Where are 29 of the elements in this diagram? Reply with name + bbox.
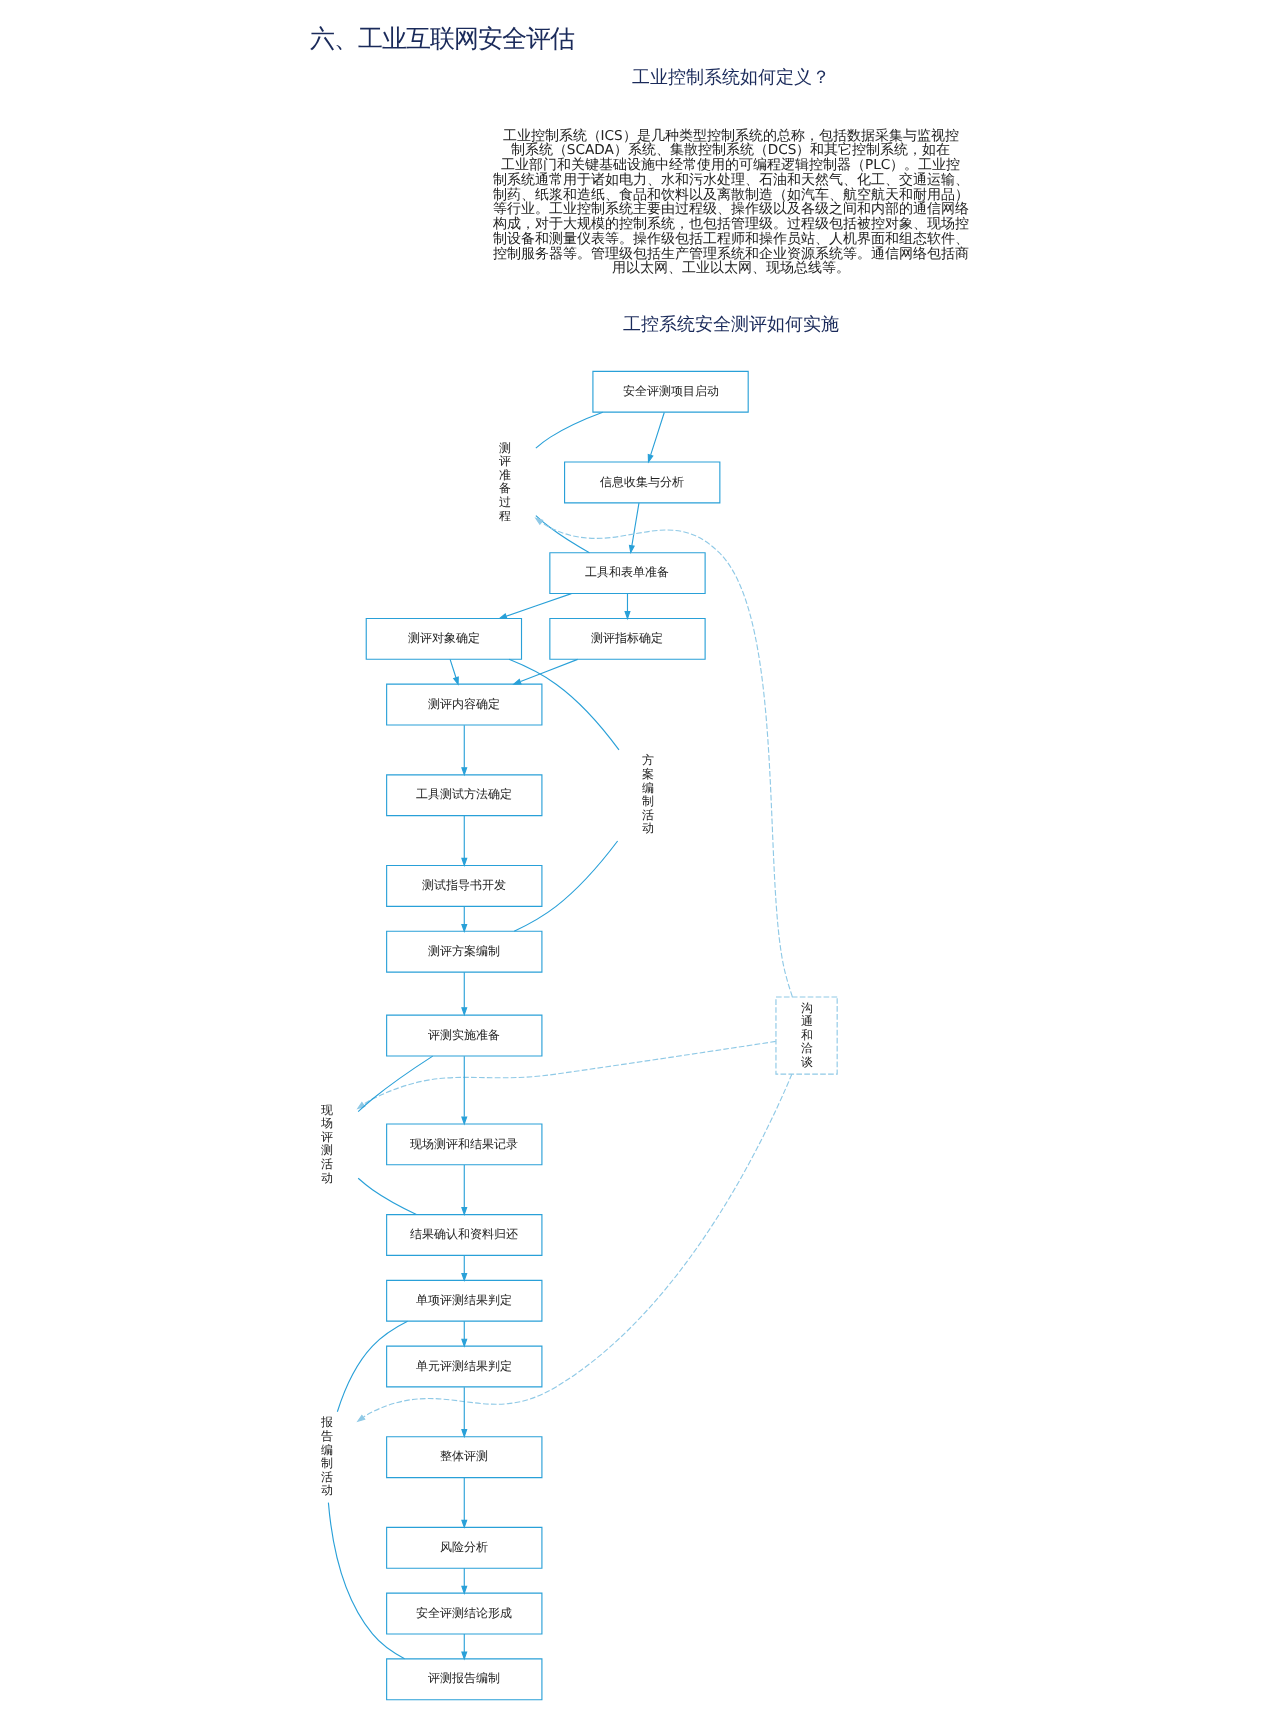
connector [356, 1177, 416, 1215]
connector [534, 515, 589, 554]
arrow [460, 1164, 467, 1217]
arrow [460, 1055, 467, 1126]
arrow [511, 658, 578, 685]
arrow [460, 971, 467, 1017]
arrow [460, 1567, 467, 1595]
diagram-title: 六、工业互联网安全评估 [308, 22, 573, 53]
arrow [448, 658, 458, 686]
label: 工控系统安全测评如何实施 [621, 316, 838, 337]
arrow [460, 724, 467, 777]
arrow [497, 593, 571, 620]
connector [326, 1502, 405, 1660]
connector [507, 658, 619, 751]
arrow [460, 1320, 467, 1348]
connector [534, 411, 603, 449]
arrow [460, 1477, 467, 1529]
arrow [460, 815, 467, 867]
label: 工业控制系统如何定义？ [630, 69, 829, 90]
arrow [355, 1073, 792, 1423]
arrow [460, 1386, 467, 1439]
arrow [627, 502, 639, 555]
connector [356, 1055, 433, 1113]
arrow [533, 517, 792, 998]
connector [335, 1320, 408, 1413]
connector [512, 840, 618, 932]
arrow [460, 905, 467, 933]
arrow [646, 411, 664, 464]
arrow [355, 1040, 776, 1110]
